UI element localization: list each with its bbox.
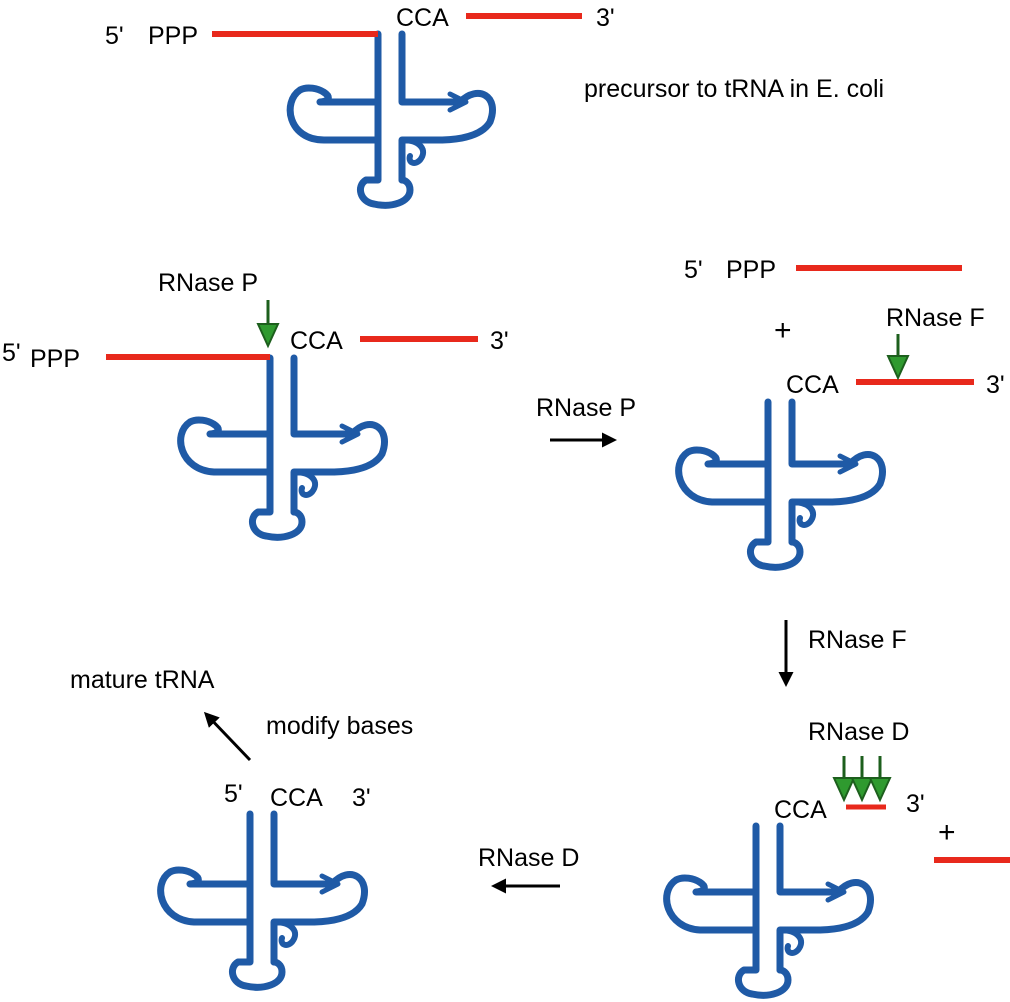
trna-3-arm-arrow xyxy=(837,453,859,475)
trna-1-anticodon-loop xyxy=(356,136,414,209)
modify-bases-label: modify bases xyxy=(266,712,414,740)
precursor-caption: precursor to tRNA in E. coli xyxy=(584,75,885,103)
trna-5-anticodon-loop xyxy=(228,918,286,991)
rnase-d-cleavage-arrows xyxy=(832,756,892,803)
trna-1-arm-arrow xyxy=(447,91,469,113)
after-f-plus: + xyxy=(938,816,956,849)
trna-1-stem-5prime xyxy=(286,30,382,144)
trna-4-stem-3prime xyxy=(776,822,874,974)
trna-5-arm-arrow xyxy=(319,873,341,895)
trna-5-stem-3prime xyxy=(270,810,368,966)
rnase-d-enzyme-label: RNase D xyxy=(808,718,910,746)
after-p-cca-label: CCA xyxy=(786,371,839,399)
precursor-ppp-label: PPP xyxy=(148,22,199,50)
trna-1-variable-loop xyxy=(399,137,427,166)
trna-2-stem-3prime xyxy=(290,354,388,516)
trna-3-anticodon-loop xyxy=(746,498,804,571)
after-p-plus: + xyxy=(774,314,792,347)
final-5prime-label: 5' xyxy=(224,780,243,808)
rnase-f-cleavage-arrow xyxy=(886,334,910,381)
trna-2-stem-5prime xyxy=(177,354,274,476)
after-f-cca-label: CCA xyxy=(774,796,827,824)
rnase-p-arrow-label: RNase P xyxy=(536,394,637,422)
trna-2-arm-arrow xyxy=(339,423,361,445)
trna-after-rnase-p xyxy=(675,398,886,571)
trna-final xyxy=(157,810,368,991)
final-cca-label: CCA xyxy=(270,784,323,812)
trna-4-variable-loop xyxy=(777,927,805,956)
trna-3-variable-loop xyxy=(789,499,817,528)
trna-5-stem-5prime xyxy=(157,810,254,926)
trna-4-anticodon-loop xyxy=(734,926,792,999)
rnase-p-cleavage-arrow xyxy=(256,300,280,349)
rnase-f-arrow-label: RNase F xyxy=(808,626,907,654)
trna-3-stem-3prime xyxy=(788,398,886,546)
rnase-p-cca-label: CCA xyxy=(290,327,343,355)
trna-4-arm-arrow xyxy=(825,881,847,903)
final-3prime-label: 3' xyxy=(352,784,371,812)
precursor-3prime-label: 3' xyxy=(596,4,615,32)
trna-4-stem-5prime xyxy=(663,822,760,934)
trna-2-anticodon-loop xyxy=(248,468,306,541)
mature-trna-label: mature tRNA xyxy=(70,666,215,694)
rnase-f-enzyme-label: RNase F xyxy=(886,304,985,332)
after-p-ppp-label: PPP xyxy=(726,256,777,284)
trna-2-variable-loop xyxy=(291,469,319,498)
after-f-3prime-label: 3' xyxy=(906,790,925,818)
trna-after-rnase-f xyxy=(663,822,874,999)
trna-1-stem-3prime xyxy=(398,30,496,184)
after-p-3prime-label: 3' xyxy=(986,371,1005,399)
rnase-p-5prime-label: 5' xyxy=(2,339,21,367)
rnase-p-3prime-label: 3' xyxy=(490,327,509,355)
precursor-5prime-label: 5' xyxy=(105,22,124,50)
modify-bases-process-arrow xyxy=(203,711,252,762)
precursor-cca-label: CCA xyxy=(396,4,449,32)
trna-rnase-p-substrate xyxy=(177,354,388,541)
after-p-5prime-label: 5' xyxy=(684,256,703,284)
rnase-p-enzyme-label: RNase P xyxy=(158,269,259,297)
trna-3-stem-5prime xyxy=(675,398,772,506)
trna-precursor xyxy=(286,30,496,209)
rnase-d-arrow-label: RNase D xyxy=(478,844,580,872)
rnase-p-ppp-label: PPP xyxy=(30,345,81,373)
trna-5-variable-loop xyxy=(271,919,299,948)
